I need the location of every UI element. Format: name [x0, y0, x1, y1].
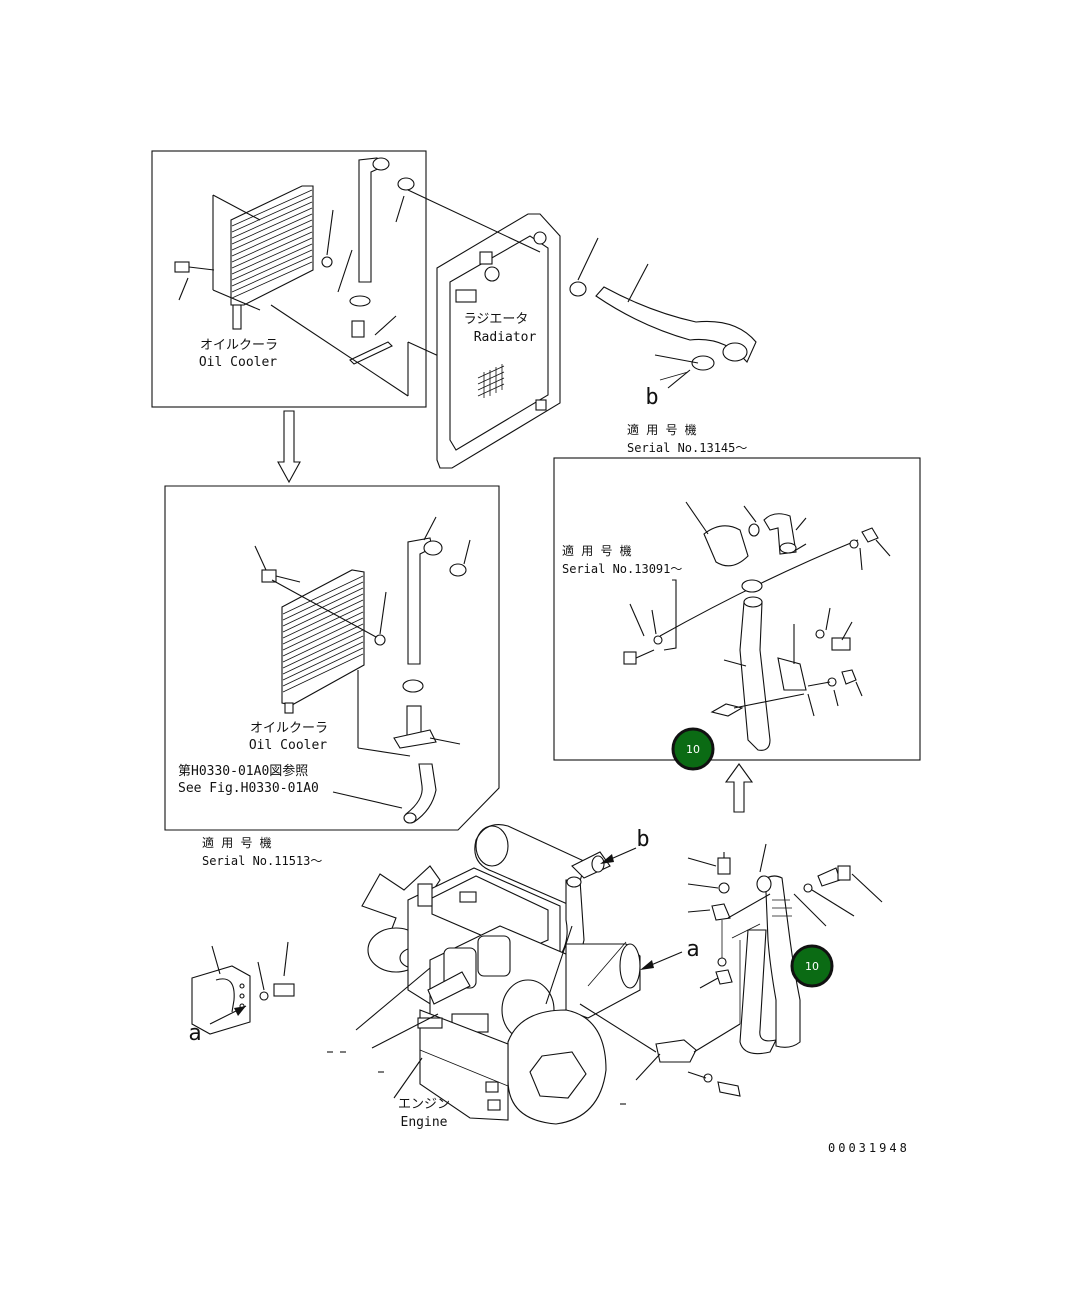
callout-10-engine-hose[interactable]: 10: [790, 944, 834, 988]
view-mark-a-engine: a: [686, 937, 699, 962]
serial-13145-label-jp: 適 用 号 機: [627, 422, 697, 437]
drawing-number: 00031948: [828, 1141, 910, 1155]
oil-cooler-top-panel: オイルクーラ Oil Cooler: [151, 150, 479, 408]
oil-cooler-top-label-en: Oil Cooler: [199, 355, 277, 370]
serial-11513-label-jp: 適 用 号 機: [202, 835, 272, 850]
oil-cooler-mid-ref-jp: 第H0330-01A0図参照: [178, 763, 308, 779]
oil-cooler-mid-drawing: [254, 516, 471, 824]
engine-label-jp: エンジン: [398, 1097, 450, 1112]
engine-drawing: [327, 824, 641, 1125]
arrow-up-to-right-panel: [724, 763, 754, 813]
serial-13145-serial: Serial No.13145～: [627, 441, 747, 455]
oil-cooler-mid-label-en: Oil Cooler: [249, 738, 327, 753]
serial-13145-drawing: [623, 501, 891, 751]
oil-cooler-mid-label-jp: オイルクーラ: [250, 721, 328, 736]
arrow-down-to-mid-panel: [277, 410, 301, 484]
oil-cooler-mid-ref-en: See Fig.H0330-01A0: [178, 781, 319, 796]
serial-13145-panel: 適 用 号 機 Serial No.13091～: [553, 457, 921, 761]
radiator-label-en: Radiator: [474, 330, 537, 345]
view-mark-b-top: b: [645, 385, 658, 410]
serial-13091-serial: Serial No.13091～: [562, 562, 682, 576]
callout-10-right-panel[interactable]: 10: [671, 727, 715, 771]
view-mark-a-bracket: a: [188, 1021, 201, 1046]
view-arrow-a-engine: [640, 951, 683, 970]
callout-number: 10: [805, 960, 819, 973]
radiator-label-jp: ラジエータ: [464, 312, 529, 327]
bracket-a-drawing: [191, 941, 295, 1035]
oil-cooler-top-label-jp: オイルクーラ: [200, 338, 278, 353]
callout-number: 10: [686, 743, 700, 756]
view-mark-b-engine: b: [636, 827, 649, 852]
hose-assembly-drawing: [579, 843, 883, 1097]
radiator-hose: [569, 237, 757, 389]
view-arrow-b-engine: [600, 847, 637, 864]
radiator-drawing: ラジエータ Radiator: [407, 189, 561, 469]
serial-13091-label-jp: 適 用 号 機: [562, 543, 632, 558]
radiator-core-hatch: [477, 364, 505, 398]
oil-cooler-top-drawing: [174, 157, 479, 397]
engine-label-en: Engine: [401, 1115, 448, 1130]
oil-cooler-mid-panel: オイルクーラ Oil Cooler 第H0330-01A0図参照 See Fig…: [164, 485, 500, 831]
serial-11513-serial: Serial No.11513～: [202, 854, 322, 868]
